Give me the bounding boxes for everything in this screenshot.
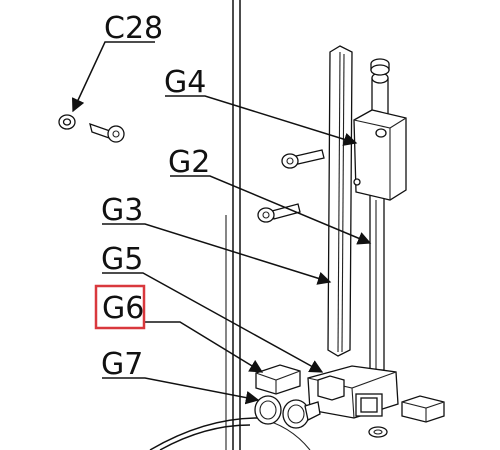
label-g5: G5 — [101, 242, 143, 277]
g7-knob-left — [254, 395, 282, 425]
c28-screw — [89, 122, 125, 143]
c28-washer — [58, 114, 76, 130]
label-g6: G6 — [102, 291, 144, 326]
g2-vertical-rod — [369, 195, 385, 371]
g5-clamp-body — [307, 365, 399, 419]
rod-top-shaft — [370, 58, 390, 119]
label-g3: G3 — [101, 193, 143, 228]
g6-highlight-box — [94, 284, 146, 330]
g6-small-block — [255, 364, 301, 395]
g4-slider-block — [353, 109, 407, 201]
plate-bolt-upper — [281, 149, 325, 169]
g7-knob-right — [282, 399, 321, 429]
label-g4: G4 — [164, 65, 206, 100]
frame-plate — [225, 0, 241, 450]
side-block — [401, 395, 445, 423]
g3-long-rail — [327, 45, 353, 357]
bottom-washer — [368, 426, 388, 438]
label-c28: C28 — [104, 11, 163, 46]
plate-bolt-lower — [257, 203, 301, 223]
label-g2: G2 — [168, 145, 210, 180]
label-g7: G7 — [101, 347, 143, 382]
leader-lines — [71, 41, 372, 405]
